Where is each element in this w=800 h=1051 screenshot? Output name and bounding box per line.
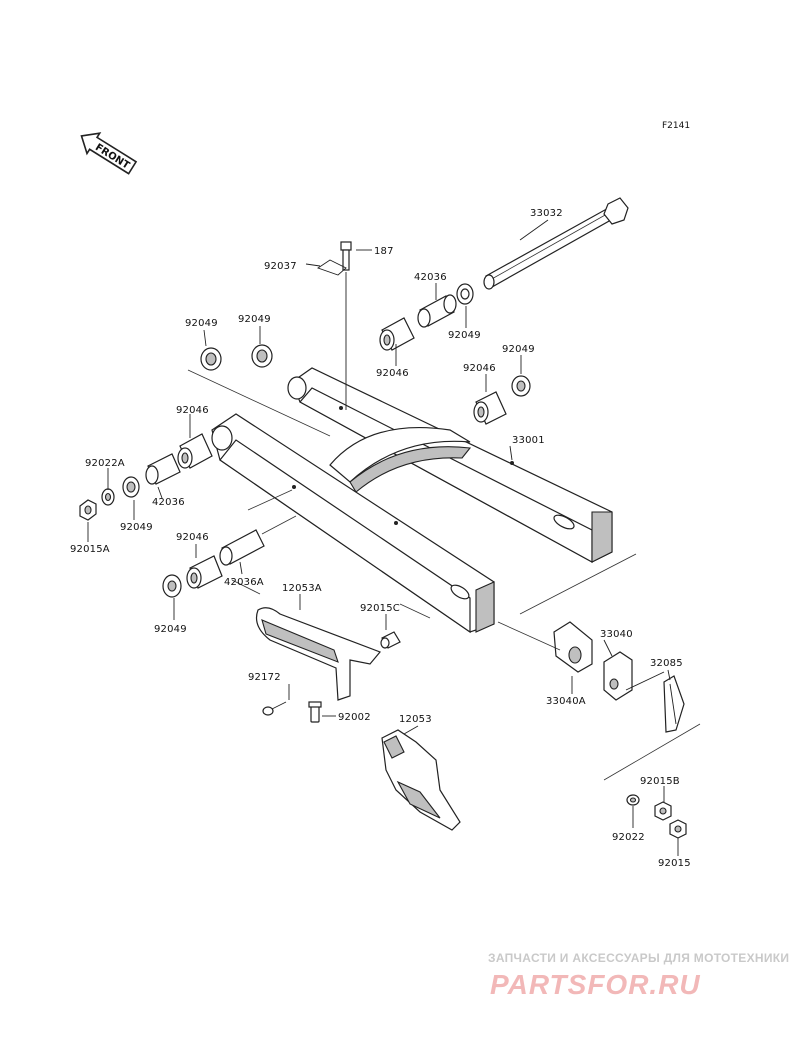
label-92022: 92022 — [612, 832, 645, 843]
label-92049-c: 92049 — [448, 330, 481, 341]
needle-bearing-92046-top — [379, 317, 415, 351]
label-92049-b: 92049 — [238, 314, 271, 325]
needle-bearing-92046-left — [177, 433, 213, 469]
seal-92049-left — [122, 476, 140, 498]
label-12053: 12053 — [399, 714, 432, 725]
label-92015C: 92015C — [360, 603, 400, 614]
label-92022A: 92022A — [85, 458, 125, 469]
adjuster-plate-33040 — [603, 651, 665, 701]
label-92046-mid: 92046 — [463, 363, 496, 374]
label-92046-left: 92046 — [176, 405, 209, 416]
label-33032: 33032 — [530, 208, 563, 219]
label-92046-low: 92046 — [176, 532, 209, 543]
diagram-code: F2141 — [662, 121, 690, 131]
bolt-187 — [340, 241, 352, 271]
bushing-42036-top — [417, 294, 457, 328]
screw-92172 — [262, 701, 287, 716]
seal-92049-low — [162, 574, 182, 598]
label-187: 187 — [374, 246, 394, 257]
watermark-brand: PARTSFOR.RU — [490, 969, 701, 1000]
chain-slipper-12053A — [255, 607, 381, 701]
label-92015B: 92015B — [640, 776, 680, 787]
adjuster-block-33040A — [553, 621, 593, 673]
seal-92049-top-b — [251, 344, 273, 368]
swingarm-pivot-axle — [456, 197, 629, 305]
nut-92015A — [79, 499, 97, 521]
bolt-92002 — [308, 701, 322, 723]
label-33040: 33040 — [600, 629, 633, 640]
label-92049-f: 92049 — [154, 624, 187, 635]
label-92049-e: 92049 — [120, 522, 153, 533]
label-92049-a: 92049 — [185, 318, 218, 329]
needle-bearing-92046-mid — [473, 391, 507, 425]
front-arrow-icon: FRONT — [80, 132, 138, 175]
label-92015A: 92015A — [70, 544, 110, 555]
label-42036A: 42036A — [224, 577, 264, 588]
needle-bearing-92046-low — [186, 555, 223, 589]
label-42036-left: 42036 — [152, 497, 185, 508]
site-watermark: ЗАПЧАСТИ И АКСЕССУАРЫ ДЛЯ МОТОТЕХНИКИ PA… — [488, 951, 789, 1000]
washer-92022A — [101, 488, 115, 506]
nut-92015B — [654, 801, 672, 821]
washer-92022 — [626, 794, 640, 806]
label-32085: 32085 — [650, 658, 683, 669]
leader-lines — [87, 219, 701, 856]
label-92015: 92015 — [658, 858, 691, 869]
nut-92015 — [669, 819, 687, 839]
swingarm-body — [211, 367, 613, 634]
chain-guard-12053 — [381, 729, 461, 831]
label-42036-top: 42036 — [414, 272, 447, 283]
watermark-tagline: ЗАПЧАСТИ И АКСЕССУАРЫ ДЛЯ МОТОТЕХНИКИ — [488, 951, 789, 965]
label-33001: 33001 — [512, 435, 545, 446]
label-92172: 92172 — [248, 672, 281, 683]
clip-92037 — [316, 259, 347, 276]
seal-92049-top-a — [200, 347, 222, 371]
label-12053A: 12053A — [282, 583, 322, 594]
bushing-42036A — [219, 529, 265, 566]
bolt-92015C — [380, 631, 401, 649]
chain-stopper-32085 — [663, 675, 685, 733]
label-92002: 92002 — [338, 712, 371, 723]
bushing-42036-left — [145, 453, 181, 485]
label-33040A: 33040A — [546, 696, 586, 707]
label-92046-top: 92046 — [376, 368, 409, 379]
label-92049-d: 92049 — [502, 344, 535, 355]
seal-92049-right — [511, 375, 531, 397]
label-92037: 92037 — [264, 261, 297, 272]
part-labels: 33032 187 92037 42036 92049 92049 92049 … — [70, 208, 691, 869]
